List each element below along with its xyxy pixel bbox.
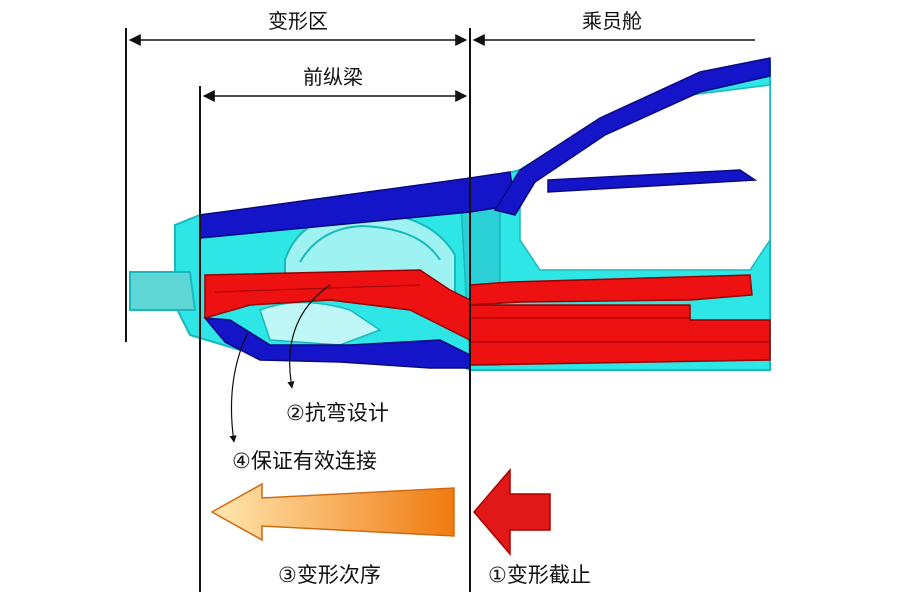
front-rail-label: 前纵梁: [303, 65, 363, 89]
passenger-cabin-label: 乘员舱: [582, 9, 642, 33]
bending-design-pointer: [287, 284, 331, 389]
bending-design-label: ②抗弯设计: [286, 401, 389, 425]
effective-connection-pointer: [229, 331, 249, 443]
effective-connection-label: ④保证有效连接: [232, 449, 377, 473]
deformation-sequence-arrow: [210, 482, 455, 542]
deformation-zone-label: 变形区: [268, 9, 328, 33]
deformation-stop-arrow: [473, 467, 551, 557]
deformation-sequence-label: ③变形次序: [278, 563, 381, 587]
front-rail-red: [204, 269, 771, 366]
deformation-stop-label: ①变形截止: [488, 563, 591, 587]
